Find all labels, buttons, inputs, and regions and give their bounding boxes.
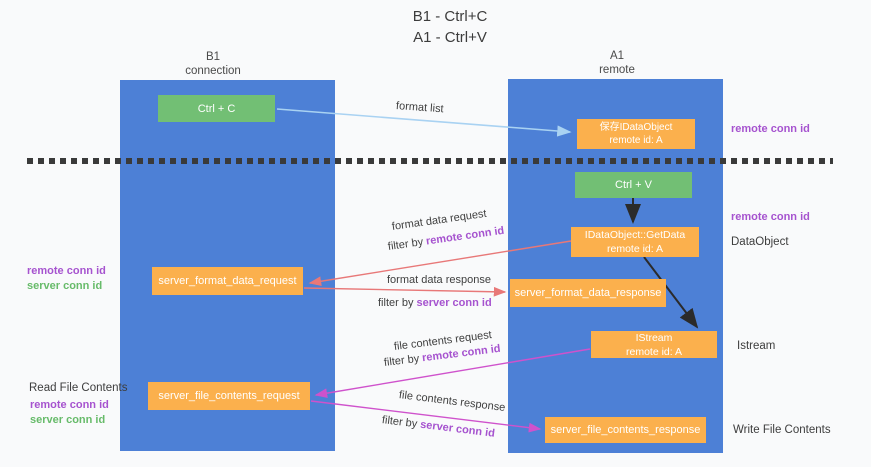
node-getdata-line1: IDataObject::GetData (584, 229, 686, 241)
node-format-request-label: server_format_data_request (158, 275, 297, 287)
title-line-2: A1 - Ctrl+V (413, 29, 487, 46)
lane-b1-name: B1 (205, 51, 221, 63)
node-ctrl-v-label: Ctrl + V (615, 179, 652, 191)
title-line-1: B1 - Ctrl+C (412, 8, 488, 25)
node-server-format-data-request: server_format_data_request (152, 267, 303, 295)
node-save-idataobject-line2: remote id: A (609, 135, 663, 146)
lane-b1-subtitle: connection (185, 65, 241, 77)
annotation-remote-conn-id-mid: remote conn id (731, 211, 810, 223)
annotation-dataobject: DataObject (731, 236, 789, 248)
node-server-format-data-response: server_format_data_response (510, 279, 666, 307)
annotation-read-file-contents: Read File Contents (29, 382, 128, 394)
node-istream-line1: IStream (635, 331, 673, 344)
node-save-idataobject-line1: 保存IDataObject (599, 122, 673, 133)
node-idataobject-getdata: IDataObject::GetData remote id: A (571, 227, 699, 257)
node-server-file-contents-response: server_file_contents_response (545, 417, 706, 443)
edge-label-file-contents-response: file contents response (398, 389, 506, 414)
filter-id-remote-conn: remote conn id (425, 224, 506, 248)
phase-divider-dashed-line (27, 158, 833, 164)
node-file-request-label: server_file_contents_request (158, 390, 300, 402)
node-format-response-label: server_format_data_response (514, 287, 662, 299)
node-file-response-label: server_file_contents_response (550, 424, 701, 436)
edge-label-format-list: format list (395, 100, 444, 116)
filter-id-server-conn: server conn id (419, 418, 496, 440)
annotation-istream: Istream (737, 340, 776, 352)
filter-id-server-conn: server conn id (416, 297, 492, 309)
annotation-remote-conn-id-top: remote conn id (731, 123, 810, 135)
node-ctrl-v: Ctrl + V (575, 172, 692, 198)
lane-header-b1: B1 connection (153, 50, 273, 78)
node-getdata-line2: remote id: A (606, 243, 664, 255)
node-ctrl-c: Ctrl + C (158, 95, 275, 122)
lane-header-a1: A1 remote (557, 49, 677, 77)
lane-a1-name: A1 (609, 50, 625, 62)
annotation-pair1-server-conn-id: server conn id (27, 280, 103, 292)
node-ctrl-c-label: Ctrl + C (197, 102, 236, 115)
annotation-write-file-contents: Write File Contents (733, 424, 831, 436)
node-istream: IStream remote id: A (591, 331, 717, 358)
filter-by-text: filter by (383, 352, 420, 369)
filter-by-text: filter by (387, 236, 424, 253)
annotation-pair1-remote-conn-id: remote conn id (27, 265, 106, 277)
annotation-pair2-server-conn-id: server conn id (30, 414, 106, 426)
node-istream-line2: remote id: A (625, 345, 683, 358)
node-save-idataobject: 保存IDataObject remote id: A (577, 119, 695, 149)
lane-a1-subtitle: remote (599, 64, 635, 76)
annotation-pair2-remote-conn-id: remote conn id (30, 399, 109, 411)
filter-by-text: filter by (381, 414, 418, 431)
edge-label-format-data-response: format data response (387, 274, 491, 286)
filter-by-text: filter by (378, 297, 414, 309)
node-server-file-contents-request: server_file_contents_request (148, 382, 310, 410)
page-title: B1 - Ctrl+C A1 - Ctrl+V (330, 6, 570, 48)
